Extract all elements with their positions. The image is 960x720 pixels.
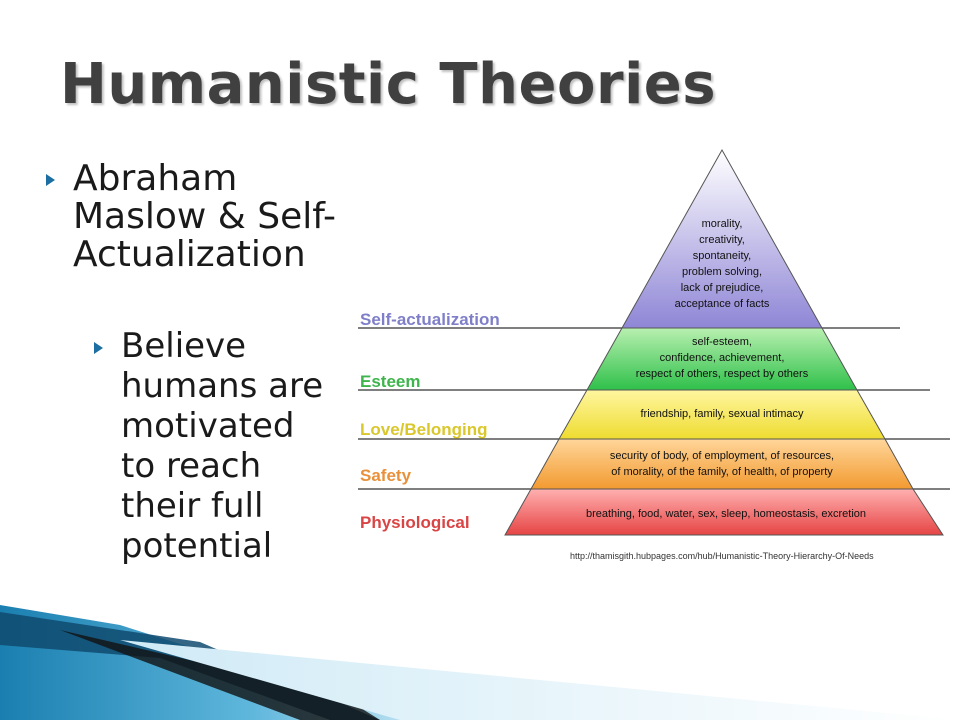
bullet-arrow-icon bbox=[46, 174, 55, 186]
level-desc-line: breathing, food, water, sex, sleep, home… bbox=[586, 508, 866, 520]
bullet-level-2: Believe humans are motivated to reach th… bbox=[94, 326, 324, 566]
level-desc-line: security of body, of employment, of reso… bbox=[610, 450, 834, 462]
level-label-esteem: Esteem bbox=[360, 372, 420, 391]
level-desc-line: acceptance of facts bbox=[675, 298, 770, 310]
level-desc-line: respect of others, respect by others bbox=[636, 368, 809, 380]
bullet-level-1: Abraham Maslow & Self-Actualization bbox=[46, 160, 346, 274]
level-desc-line: friendship, family, sexual intimacy bbox=[640, 408, 804, 420]
level-label-physiological: Physiological bbox=[360, 513, 470, 532]
level-desc-line: problem solving, bbox=[682, 266, 762, 278]
level-desc-line: self-esteem, bbox=[692, 336, 752, 348]
bullet-text-motivation: Believe humans are motivated to reach th… bbox=[121, 326, 324, 566]
pyramid-level-safety bbox=[530, 438, 914, 490]
level-label-safety: Safety bbox=[360, 466, 412, 485]
bullet-text-maslow: Abraham Maslow & Self-Actualization bbox=[73, 158, 337, 275]
level-desc-line: confidence, achievement, bbox=[660, 352, 785, 364]
source-credit-url: http://thamisgith.hubpages.com/hub/Human… bbox=[570, 551, 874, 561]
level-desc-line: morality, bbox=[702, 218, 743, 230]
bullet-arrow-icon bbox=[94, 342, 103, 354]
level-label-love-belonging: Love/Belonging bbox=[360, 420, 488, 439]
level-label-self-actualization: Self-actualization bbox=[360, 310, 500, 329]
bottom-wave-decoration bbox=[0, 605, 960, 720]
level-desc-line: of morality, of the family, of health, o… bbox=[611, 466, 833, 478]
pyramid-level-physiological bbox=[504, 488, 944, 536]
maslow-pyramid-diagram: Self-actualization Esteem Love/Belonging… bbox=[358, 148, 950, 536]
level-desc-line: lack of prejudice, bbox=[681, 282, 764, 294]
slide-title: Humanistic Theories bbox=[60, 52, 717, 117]
level-desc-line: creativity, bbox=[699, 234, 745, 246]
level-desc-line: spontaneity, bbox=[693, 250, 752, 262]
